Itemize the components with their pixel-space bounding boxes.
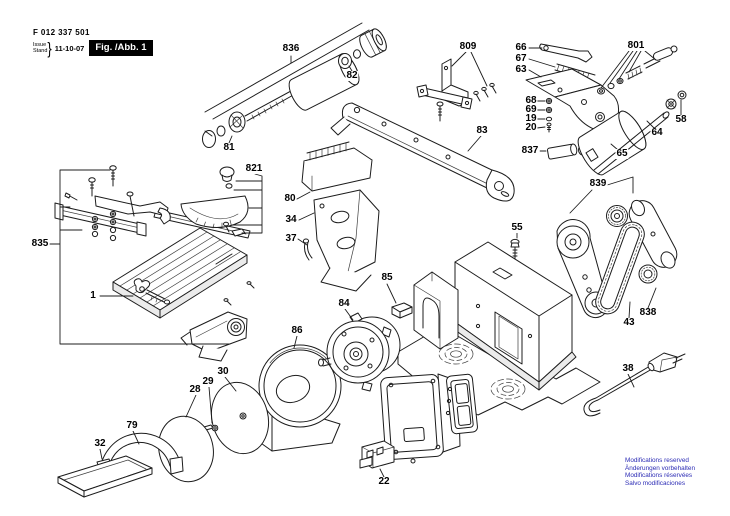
part-label-64: 64 <box>650 127 664 138</box>
part-label-836: 836 <box>281 43 301 54</box>
footer-line-en: Modifications reserved <box>625 457 689 464</box>
part-label-82: 82 <box>345 70 359 81</box>
part-label-20: 20 <box>524 122 538 133</box>
part-label-835: 835 <box>30 238 50 249</box>
part-label-43: 43 <box>622 317 636 328</box>
part-label-809: 809 <box>458 41 478 52</box>
part-label-85: 85 <box>380 272 394 283</box>
drum-assembly-836 <box>202 22 387 148</box>
document-number: F 012 337 501 <box>33 28 90 37</box>
part-label-19: 19 <box>524 113 538 124</box>
miter-gauge-821 <box>153 166 251 239</box>
part-label-30: 30 <box>216 366 230 377</box>
screw-55 <box>510 238 520 260</box>
issue-label-en: Issue <box>33 41 47 48</box>
part-label-65: 65 <box>615 148 629 159</box>
frame-83 <box>330 84 515 202</box>
part-label-81: 81 <box>222 142 236 153</box>
shaft-64 <box>593 90 687 175</box>
part-label-838: 838 <box>638 307 658 318</box>
part-label-67: 67 <box>514 53 528 64</box>
part-label-55: 55 <box>510 222 524 233</box>
part-label-32: 32 <box>93 438 107 449</box>
mount-plate-63 <box>525 68 620 132</box>
part-label-28: 28 <box>188 384 202 395</box>
leader-lines <box>46 47 682 478</box>
part-label-83: 83 <box>475 125 489 136</box>
lever-66 <box>539 43 593 63</box>
issue-label: Issue Stand <box>33 42 47 55</box>
table-mount-bracket <box>180 311 248 362</box>
clamp-screw-801 <box>597 45 678 95</box>
motor-84 <box>318 312 401 392</box>
guard-mount-80 <box>301 141 373 192</box>
part-label-839: 839 <box>588 178 608 189</box>
block-85 <box>391 302 413 319</box>
part-label-84: 84 <box>337 298 351 309</box>
part-label-38: 38 <box>621 363 635 374</box>
part-label-79: 79 <box>125 420 139 431</box>
roller-65 <box>577 110 647 176</box>
part-label-58: 58 <box>674 114 688 125</box>
part-label-68: 68 <box>524 95 538 106</box>
issue-brace: } <box>47 38 52 58</box>
part-label-801: 801 <box>626 40 646 51</box>
title-block: F 012 337 501 Issue Stand } 11-10-07 Fig… <box>33 28 153 58</box>
saw-table <box>112 227 255 319</box>
part-label-1: 1 <box>89 290 97 301</box>
pin-37 <box>302 238 313 261</box>
issue-date: 11-10-07 <box>54 43 85 53</box>
fence-assembly-835 <box>54 165 171 242</box>
part-label-63: 63 <box>514 64 528 75</box>
cover-plate-32 <box>57 455 153 498</box>
part-label-34: 34 <box>284 214 298 225</box>
part-label-837: 837 <box>520 145 540 156</box>
part-label-37: 37 <box>284 233 298 244</box>
saw-blade-30 <box>210 381 270 455</box>
footer-notes: Modifications reserved Änderungen vorbeh… <box>625 457 695 488</box>
part-label-86: 86 <box>290 325 304 336</box>
belt-drive-839 <box>556 199 678 319</box>
part-label-80: 80 <box>283 193 297 204</box>
part-label-66: 66 <box>514 42 528 53</box>
footer-line-fr: Modifications réservées <box>625 472 693 480</box>
switch-assembly-22 <box>359 373 478 469</box>
figure-label: Fig. /Abb. 1 <box>89 40 153 56</box>
fasteners-68-69-19-20 <box>545 97 553 133</box>
issue-label-de: Stand <box>33 48 48 54</box>
power-cord-38 <box>583 352 686 417</box>
part-label-821: 821 <box>244 163 264 174</box>
part-label-29: 29 <box>201 376 215 387</box>
footer-line-es: Salvo modificaciones <box>625 480 686 488</box>
footer-line-de: Änderungen vorbehalten <box>625 464 695 472</box>
main-housing <box>413 241 577 391</box>
part-label-22: 22 <box>377 476 391 487</box>
bearing-bracket-34 <box>313 189 380 292</box>
part-label-69: 69 <box>524 104 538 115</box>
